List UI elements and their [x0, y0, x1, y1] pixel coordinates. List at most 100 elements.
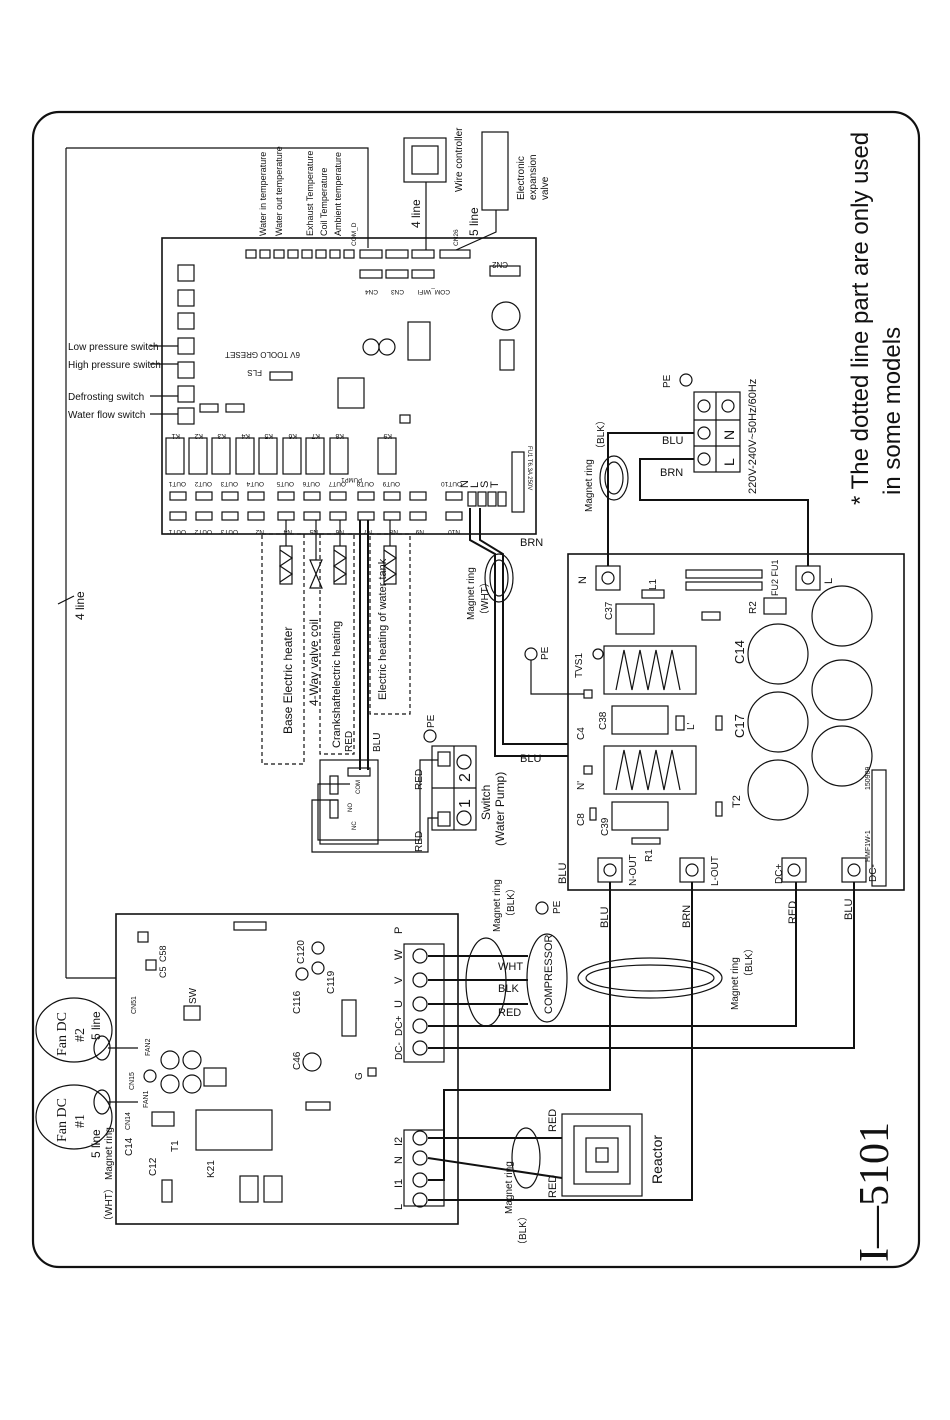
inv-terminal-i2: I2 [393, 1137, 405, 1146]
n5-label: N5 [309, 528, 318, 535]
wire-red-reactor-1: RED [547, 1109, 559, 1132]
pe-compressor: PE [552, 900, 563, 914]
sensor-exhaust: Exhaust Temperature [305, 151, 315, 236]
filter-part-nprime: N' [576, 781, 587, 790]
relay-label-k7: K7 [311, 432, 320, 439]
out6-label: OUT6 [302, 480, 320, 487]
filter-terminal-dcminus: DC- [868, 864, 879, 882]
terminal-l: L [469, 482, 481, 488]
relay-label-k2: K2 [194, 432, 203, 439]
magnet-ring-wht-sub: （WHT） [479, 577, 491, 620]
compressor [526, 933, 568, 1023]
expansion-valve-line1: Electronic [516, 156, 527, 200]
n9-label: N9 [415, 528, 424, 535]
diagram-frame [31, 110, 921, 1269]
dotted-box-base-heater [261, 533, 305, 765]
terminal-s: S [479, 481, 491, 488]
filter-part-c4: C4 [576, 727, 587, 740]
magnet-ring-dc-bus [577, 957, 723, 999]
load-crankshaft-heating: Crankshaftelectric heating [331, 621, 343, 748]
sensor-water-out: Water out temperature [274, 146, 284, 236]
relay-label-k5: K5 [264, 432, 273, 439]
inv-part-c12: C12 [148, 1157, 159, 1176]
relay-pin-com: COM [356, 780, 362, 794]
filter-part-fu: FU2 FU1 [770, 559, 780, 596]
filter-terminal-lout: L-OUT [710, 856, 721, 886]
wire-brn-ring: BRN [520, 537, 543, 549]
connector-cn2: CN2 [491, 260, 508, 269]
supply-terminal-n: N [721, 430, 737, 440]
magnet-ring-compressor-sub: （BLK） [505, 883, 517, 922]
connector-comwifi: COM_WIFI [417, 288, 450, 295]
four-line-label-left: 4 line [73, 591, 87, 620]
pump-terminal-1: 1 [457, 799, 474, 808]
wire-red-dc: RED [787, 901, 799, 924]
sensor-ambient: Ambient temperature [333, 152, 343, 236]
magnet-ring-dc-sub: （BLK） [743, 943, 755, 982]
inv-terminal-v: V [393, 976, 405, 984]
filter-part-c38: C38 [598, 711, 609, 730]
four-line-label-top: 4 line [409, 199, 423, 228]
wire-controller-label: Wire controller [454, 127, 465, 192]
inv-part-c5: C5 [158, 966, 168, 978]
fan-dc-2 [35, 997, 113, 1063]
note-line-2: in some models [879, 327, 906, 495]
magnet-ring-reactor-sub: （BLK） [517, 1211, 529, 1250]
magnet-ring-wht [484, 553, 514, 603]
supply-pe: PE [662, 374, 673, 388]
inv-terminal-p: P [393, 927, 405, 934]
load-water-tank-heating: Electric heating of water tank [377, 558, 389, 700]
nlst-terminal-block [467, 491, 507, 507]
inv-part-fan2: FAN2 [145, 1038, 152, 1056]
out2-label: OUT2 [194, 480, 212, 487]
inv-part-c46: C46 [292, 1051, 303, 1070]
filter-part-r1: R1 [644, 849, 655, 862]
compressor-label: COMPRESSOR [543, 934, 555, 1014]
inv-part-t1: T1 [170, 1140, 181, 1152]
out10-label: OUT10 [441, 480, 462, 487]
filter-part-c37: C37 [604, 601, 615, 620]
pe-filter: PE [540, 646, 551, 660]
inv-terminal-i1: I1 [393, 1179, 405, 1188]
wire-blu-supply: BLU [662, 435, 683, 447]
expansion-valve-line3: valve [540, 176, 551, 200]
magnet-ring-wht-label: Magnet ring [466, 567, 477, 620]
fls-connector [269, 371, 293, 381]
filter-part-c17: C17 [732, 714, 747, 738]
sensor-headers [245, 249, 521, 279]
wire-brn-supply: BRN [660, 467, 683, 479]
main-control-board: K1 K2 K3 K4 K5 K6 K7 K8 K9 [161, 222, 537, 535]
wire-red-reactor-2: RED [547, 1175, 559, 1198]
pump-label: PUMP1 [341, 476, 362, 482]
filter-date: 150909 [865, 767, 872, 790]
out3-label: OUT3 [220, 480, 238, 487]
filter-part-c14: C14 [732, 640, 747, 664]
wire-blu-filter-left: BLU [557, 863, 569, 884]
out3b-label: OUT3' [219, 528, 238, 535]
filter-part-c8: C8 [576, 813, 587, 826]
relay-label-k1: K1 [171, 432, 180, 439]
wire-blu-nout: BLU [599, 907, 611, 928]
filter-part-c39: C39 [600, 817, 611, 836]
inv-part-k21: K21 [206, 1160, 217, 1178]
n2-label: N2 [255, 528, 264, 535]
terminal-t: T [489, 481, 501, 488]
n4-label: N4 [283, 528, 292, 535]
filter-terminal-dcplus: DC+ [774, 864, 785, 884]
out7-label: OUT7 [328, 480, 346, 487]
sensor-water-in: Water in temperature [258, 152, 268, 236]
pump-terminal-2: 2 [457, 773, 474, 782]
pump-switch-title: Switch [479, 785, 493, 820]
flash-label: 6V TOOLO GRESET [225, 350, 300, 359]
relay-label-k3: K3 [217, 432, 226, 439]
inv-terminal-n: N [393, 1156, 405, 1164]
fan-dc-1 [35, 1084, 113, 1150]
inv-part-c120: C120 [296, 940, 307, 964]
inv-part-fan1: FAN1 [143, 1090, 150, 1108]
heater-coil-crankshaft [332, 545, 348, 585]
fan2-line2: #2 [73, 1028, 88, 1042]
filter-part-t2: T2 [731, 795, 743, 808]
magnet-ring-reactor [511, 1127, 541, 1189]
out9-label: OUT9 [382, 480, 400, 487]
magnet-ring-fan-sub: （WHT） [103, 1183, 115, 1226]
